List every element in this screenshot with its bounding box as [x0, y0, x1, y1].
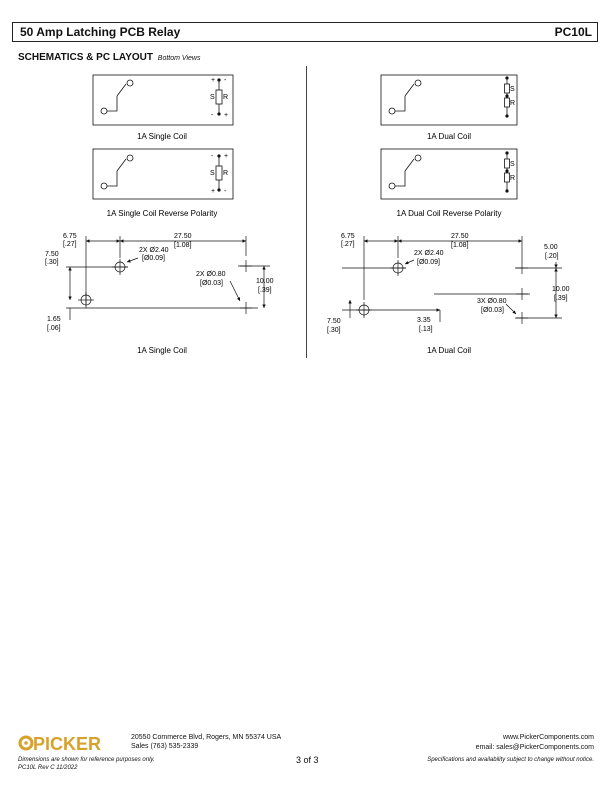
dim-a-in: [.27] [63, 241, 77, 248]
document-title: 50 Amp Latching PCB Relay [20, 25, 181, 39]
dual-hole-small-in: [Ø0.03] [481, 307, 504, 314]
dual-hole-large-mm: 2X Ø2.40 [414, 250, 444, 257]
coil-r-label: R [223, 170, 228, 177]
hole-large-in: [Ø0.09] [142, 255, 165, 262]
column-divider [306, 66, 307, 358]
logo-text: PICKER [33, 734, 101, 753]
minus-label: - [224, 77, 227, 84]
title-bar [12, 22, 598, 42]
schematic-dual-coil-reverse [380, 148, 518, 200]
coil-s-label: S [510, 86, 515, 93]
plus-label: + [224, 112, 228, 119]
dual-hole-small-mm: 3X Ø0.80 [477, 298, 507, 305]
minus-label: - [211, 153, 214, 160]
dim-b-mm: 27.50 [174, 233, 192, 240]
dim-a-mm: 6.75 [63, 233, 77, 240]
footer-email[interactable]: email: sales@PickerComponents.com [475, 744, 594, 751]
caption-layout-single: 1A Single Coil [137, 346, 187, 355]
section-title-text: SCHEMATICS & PC LAYOUT [18, 52, 154, 63]
schematic-single-coil [92, 74, 234, 126]
schematic-single-coil-reverse [92, 148, 234, 200]
dim-e-mm: 1.65 [47, 316, 61, 323]
caption-layout-dual: 1A Dual Coil [427, 346, 471, 355]
coil-s-label: S [510, 161, 515, 168]
section-title: SCHEMATICS & PC LAYOUT Bottom Views [18, 52, 200, 63]
caption-single-coil-reverse: 1A Single Coil Reverse Polarity [107, 209, 218, 218]
dual-dim-c-in: [.30] [327, 327, 341, 334]
dim-d-mm: 10.00 [256, 278, 274, 285]
footer-address: 20550 Commerce Blvd, Rogers, MN 55374 US… [131, 734, 282, 741]
footer-sales: Sales (763) 535-2339 [131, 743, 199, 750]
dual-dim-d-in: [.39] [554, 295, 568, 302]
dual-dim-f-mm: 5.00 [544, 244, 558, 251]
hole-small-mm: 2X Ø0.80 [196, 271, 226, 278]
footer-note-revision: PC10L Rev C 11/2022 [18, 765, 78, 771]
dual-dim-g-in: [.13] [419, 326, 433, 333]
dual-dim-f-in: [.20] [545, 253, 559, 260]
coil-r-label: R [223, 94, 228, 101]
coil-s-label: S [210, 170, 215, 177]
dual-dim-a-mm: 6.75 [341, 233, 355, 240]
dual-dim-b-in: [1.08] [451, 242, 469, 249]
plus-label: + [224, 153, 228, 160]
schematic-dual-coil [380, 74, 518, 126]
hole-large-mm: 2X Ø2.40 [139, 247, 169, 254]
section-subtitle: Bottom Views [157, 55, 201, 62]
dual-dim-g-mm: 3.35 [417, 317, 431, 324]
dual-dim-d-mm: 10.00 [552, 286, 570, 293]
caption-dual-coil-reverse: 1A Dual Coil Reverse Polarity [397, 209, 502, 218]
minus-label: - [211, 112, 214, 119]
footer-notes: Dimensions are shown for reference purpo… [18, 756, 155, 772]
dim-c-mm: 7.50 [45, 251, 59, 258]
dim-b-in: [1.08] [174, 242, 192, 249]
part-number: PC10L [554, 25, 592, 39]
plus-label: + [211, 77, 215, 84]
dual-dim-b-mm: 27.50 [451, 233, 469, 240]
caption-single-coil: 1A Single Coil [137, 132, 187, 141]
dim-c-in: [.30] [45, 259, 59, 266]
footer-address-block: 20550 Commerce Blvd, Rogers, MN 55374 US… [131, 733, 281, 751]
footer-note-dimensions: Dimensions are shown for reference purpo… [18, 757, 155, 763]
plus-label: + [211, 188, 215, 195]
dim-d-in: [.39] [258, 287, 272, 294]
hole-small-in: [Ø0.03] [200, 280, 223, 287]
minus-label: - [224, 188, 227, 195]
coil-s-label: S [210, 94, 215, 101]
dual-hole-large-in: [Ø0.09] [417, 259, 440, 266]
picker-logo: PICKER [18, 734, 101, 753]
coil-r-label: R [510, 175, 515, 182]
dual-dim-a-in: [.27] [341, 241, 355, 248]
coil-r-label: R [510, 100, 515, 107]
footer-spec-note: Specifications and availability subject … [427, 757, 594, 763]
dim-e-in: [.06] [47, 325, 61, 332]
footer-contact: www.PickerComponents.com email: sales@Pi… [476, 733, 594, 753]
pc-layout-single-coil [66, 236, 270, 320]
caption-dual-coil: 1A Dual Coil [427, 132, 471, 141]
dual-dim-c-mm: 7.50 [327, 318, 341, 325]
footer-website[interactable]: www.PickerComponents.com [502, 734, 594, 741]
page-number: 3 of 3 [296, 755, 319, 765]
pc-layout-dual-coil [342, 236, 562, 324]
